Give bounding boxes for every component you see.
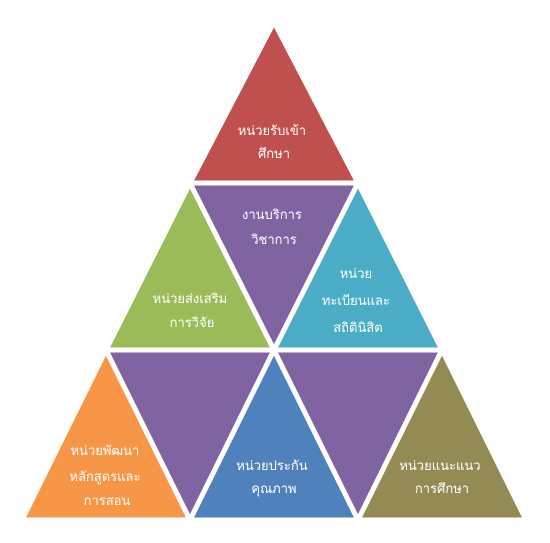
triangle-guidance (353, 344, 531, 523)
label-quality-assurance: หน่วยประกัน คุณภาพ (236, 459, 312, 497)
label-registration-line2: ทะเบียนและ (322, 293, 390, 309)
label-quality-assurance-line1: หน่วยประกัน (236, 459, 307, 474)
label-registration-line1: หน่วย (340, 267, 372, 282)
label-curriculum-line2: หลักสูตรและ (69, 470, 140, 485)
label-registration: หน่วย ทะเบียนและ สถิตินิสิต (322, 267, 394, 336)
label-research-promotion: หน่วยส่งเสริม การวิจัย (153, 292, 232, 331)
label-academic-services-line1: งานบริการ (242, 208, 302, 223)
label-guidance-line2: การศึกษา (415, 482, 469, 497)
label-academic-services: งานบริการ วิชาการ (242, 208, 306, 248)
label-admissions: หน่วยรับเข้า ศึกษา (238, 124, 310, 162)
label-curriculum: หน่วยพัฒนา หลักสูตรและ การสอน (69, 444, 144, 509)
label-admissions-line2: ศึกษา (258, 147, 290, 162)
label-guidance-line1: หน่วยแนะแนว (399, 459, 480, 474)
label-curriculum-line1: หน่วยพัฒนา (70, 444, 139, 459)
label-research-promotion-line1: หน่วยส่งเสริม (153, 292, 228, 307)
label-admissions-line1: หน่วยรับเข้า (238, 124, 306, 139)
label-academic-services-line2: วิชาการ (251, 233, 297, 248)
label-registration-line3: สถิตินิสิต (333, 321, 383, 336)
label-research-promotion-line2: การวิจัย (170, 316, 215, 331)
label-guidance: หน่วยแนะแนว การศึกษา (399, 459, 484, 497)
label-curriculum-line3: การสอน (84, 494, 131, 509)
label-quality-assurance-line2: คุณภาพ (251, 482, 296, 497)
